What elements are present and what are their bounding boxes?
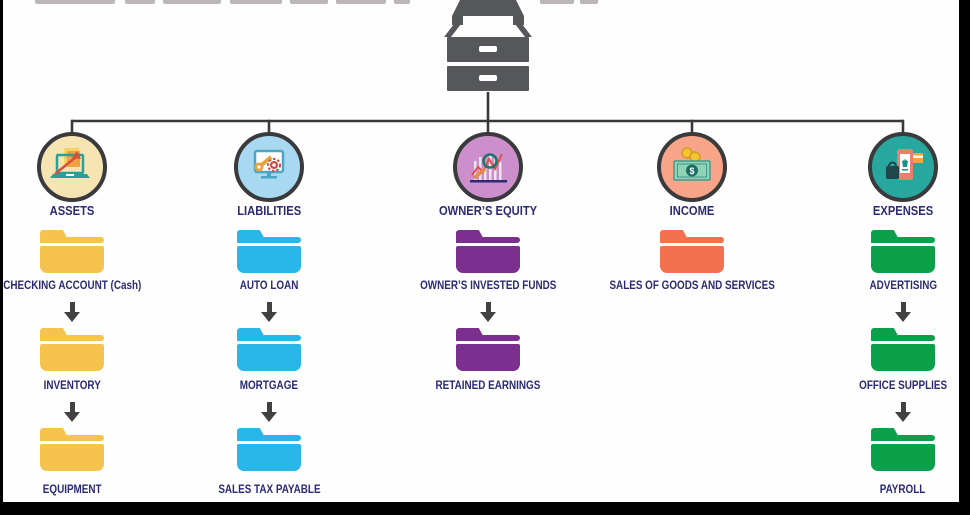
category-column-income: $ INCOME SALES OF GOODS AND SERVICES: [592, 0, 792, 515]
account-label: MORTGAGE: [239, 380, 299, 392]
account-label: RETAINED EARNINGS: [435, 380, 541, 392]
owners-equity-circle: [453, 132, 523, 202]
account-label: OWNER’S INVESTED FUNDS: [419, 280, 557, 292]
category-column-expenses: EXPENSES ADVERTISING OFFICE SUPPLIES PAY…: [803, 0, 970, 515]
down-arrow-icon: [261, 302, 277, 322]
frame-edge-left: [0, 0, 3, 515]
folder-icon: [871, 230, 935, 273]
filing-cabinet-icon: [444, 0, 532, 91]
cropped-title-remnant: [230, 0, 282, 4]
cropped-title-remnant: [540, 0, 574, 4]
folder-icon: [871, 428, 935, 471]
category-label: LIABILITIES: [237, 203, 301, 218]
account-label: SALES OF GOODS AND SERVICES: [609, 280, 775, 292]
income-circle: $: [657, 132, 727, 202]
account-label: ADVERTISING: [869, 280, 937, 292]
monitor-wrench-gear-icon: [253, 149, 285, 179]
liabilities-circle: [234, 132, 304, 202]
account-label: CHECKING ACCOUNT (Cash): [2, 280, 142, 292]
account-label: EQUIPMENT: [42, 484, 102, 496]
folder-icon: [456, 328, 520, 371]
category-column-assets: ASSETS CHECKING ACCOUNT (Cash) INVENTORY…: [0, 0, 172, 515]
laptop-documents-icon: [50, 148, 90, 178]
folder-icon: [40, 230, 104, 273]
folder-icon: [40, 328, 104, 371]
category-column-owners-equity: OWNER’S EQUITY OWNER’S INVESTED FUNDS RE…: [388, 0, 588, 515]
folder-icon: [660, 230, 724, 273]
cropped-title-remnant: [163, 0, 221, 4]
expenses-circle: [868, 132, 938, 202]
assets-circle: [37, 132, 107, 202]
account-label: SALES TAX PAYABLE: [217, 484, 321, 496]
folder-icon: [456, 230, 520, 273]
down-arrow-icon: [480, 302, 496, 322]
category-label: ASSETS: [49, 203, 95, 218]
folder-icon: [40, 428, 104, 471]
down-arrow-icon: [261, 402, 277, 422]
chart-magnifier-icon: [470, 153, 507, 183]
down-arrow-icon: [64, 302, 80, 322]
account-label: OFFICE SUPPLIES: [859, 380, 947, 392]
account-label: AUTO LOAN: [239, 280, 299, 292]
dollar-sign-glyph: $: [689, 166, 694, 176]
down-arrow-icon: [895, 402, 911, 422]
cropped-title-remnant: [35, 0, 115, 4]
account-label: PAYROLL: [880, 484, 926, 496]
category-label: INCOME: [669, 203, 715, 218]
category-label: OWNER’S EQUITY: [438, 203, 538, 218]
category-label: EXPENSES: [872, 203, 934, 218]
banknote-coins-icon: $: [673, 147, 711, 181]
cropped-title-remnant: [580, 0, 598, 4]
frame-edge-bottom: [0, 502, 970, 515]
folder-icon: [237, 428, 301, 471]
category-column-liabilities: LIABILITIES AUTO LOAN MORTGAGE SALES TAX…: [169, 0, 369, 515]
folder-icon: [237, 230, 301, 273]
cropped-title-remnant: [290, 0, 328, 4]
phone-shopping-icon: [886, 149, 923, 180]
folder-icon: [237, 328, 301, 371]
cropped-title-remnant: [336, 0, 386, 4]
frame-edge-right: [959, 0, 970, 515]
down-arrow-icon: [64, 402, 80, 422]
cropped-title-remnant: [394, 0, 410, 4]
cropped-title-remnant: [125, 0, 155, 4]
down-arrow-icon: [895, 302, 911, 322]
folder-icon: [871, 328, 935, 371]
account-label: INVENTORY: [43, 380, 101, 392]
